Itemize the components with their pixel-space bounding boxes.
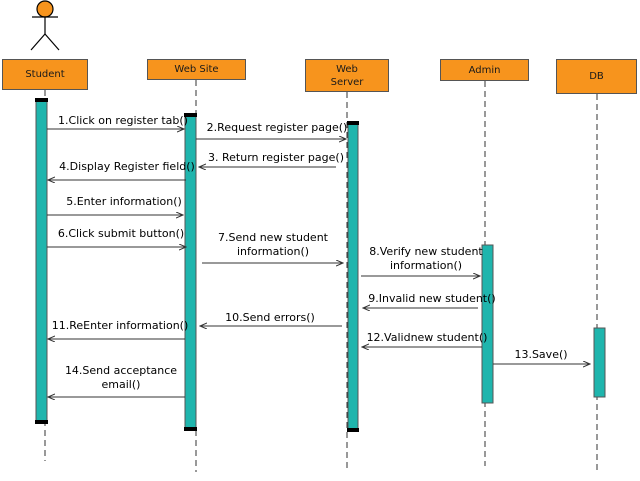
- message-label-3: 3. Return register page(): [208, 151, 344, 164]
- message-label-5: 5.Enter information(): [66, 195, 182, 208]
- lifeline-header-student: Student: [2, 59, 88, 90]
- activation-cap-top-website: [184, 113, 197, 117]
- message-label-12: 12.Validnew student(): [366, 331, 488, 344]
- lifeline-header-webserver: Web Server: [305, 59, 389, 92]
- message-label-9: 9.Invalid new student(): [368, 292, 496, 305]
- message-label-4: 4.Display Register field(): [59, 160, 195, 173]
- activation-cap-bottom-student: [35, 420, 48, 424]
- activation-cap-bottom-website: [184, 427, 197, 431]
- message-label-7: 7.Send new student information(): [218, 231, 328, 258]
- message-label-11: 11.ReEnter information(): [51, 319, 189, 332]
- lifeline-header-db: DB: [556, 59, 637, 94]
- lifeline-header-website: Web Site: [147, 59, 246, 80]
- activation-cap-top-student: [35, 98, 48, 102]
- message-label-10: 10.Send errors(): [225, 311, 315, 324]
- message-label-1: 1.Click on register tab(): [58, 114, 188, 127]
- actor-left-leg-icon: [30, 33, 46, 51]
- message-label-13: 13.Save(): [514, 348, 568, 361]
- message-label-8: 8.Verify new student information(): [369, 245, 483, 272]
- actor-head-icon: [36, 0, 54, 18]
- activation-bar-db: [593, 327, 606, 398]
- activation-cap-bottom-webserver: [347, 428, 359, 432]
- activation-bar-webserver: [347, 123, 359, 430]
- message-label-14: 14.Send acceptance email(): [64, 364, 178, 391]
- message-label-2: 2.Request register page(): [206, 121, 348, 134]
- activation-cap-top-webserver: [347, 121, 359, 125]
- message-label-6: 6.Click submit button(): [57, 227, 185, 240]
- lifeline-header-admin: Admin: [440, 59, 529, 81]
- actor-right-leg-icon: [44, 33, 60, 51]
- activation-bar-admin: [481, 244, 494, 404]
- activation-bar-student: [35, 100, 48, 422]
